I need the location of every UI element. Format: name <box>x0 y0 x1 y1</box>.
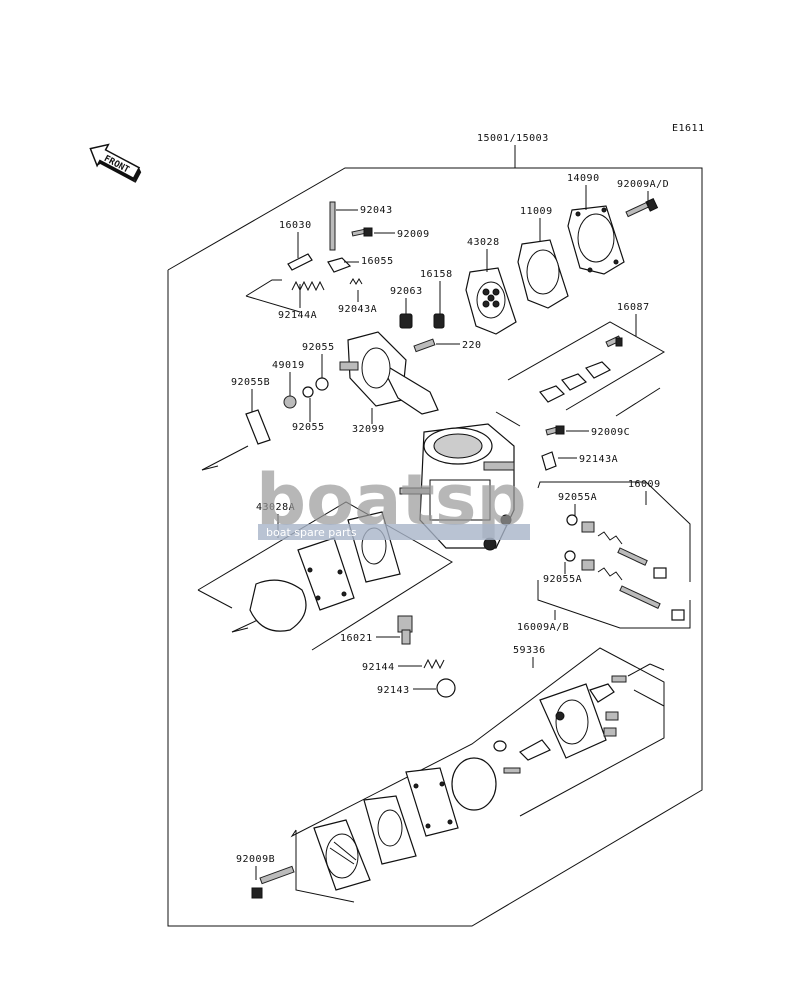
screw-92009ad <box>625 197 659 218</box>
ball-92143 <box>436 678 456 698</box>
label-92055b: 92055B <box>231 377 270 388</box>
jet-16158 <box>433 313 445 329</box>
valve-92055b <box>245 409 271 445</box>
label-92063: 92063 <box>390 286 423 297</box>
oring-92055 <box>315 377 329 391</box>
group-16087 <box>507 321 666 411</box>
watermark-subtitle: boat spare parts <box>266 526 357 539</box>
valve-16021 <box>397 615 413 645</box>
label-220: 220 <box>462 340 482 351</box>
watermark: boatsp boat spare parts <box>256 459 530 541</box>
label-92055-top: 92055 <box>302 342 335 353</box>
screw-220 <box>413 338 436 353</box>
label-92043a: 92043A <box>338 304 377 315</box>
label-92143a: 92143A <box>579 454 618 465</box>
cap-49019 <box>283 395 297 409</box>
plate-43028 <box>465 267 517 335</box>
front-arrow-icon: FRONT <box>89 143 142 183</box>
label-43028a: 43028A <box>256 502 295 513</box>
label-92055-bottom: 92055 <box>292 422 325 433</box>
label-92144a: 92144A <box>278 310 317 321</box>
label-92055a-top: 92055A <box>558 492 597 503</box>
jet-92063 <box>399 313 413 329</box>
oring-92055-b <box>302 386 314 398</box>
label-16055: 16055 <box>361 256 394 267</box>
pump-body-32099 <box>339 331 439 415</box>
assembly-outline <box>167 167 703 927</box>
label-14090: 14090 <box>567 173 600 184</box>
spring-92144a <box>291 280 325 292</box>
spring-16030 <box>287 253 313 271</box>
label-16158: 16158 <box>420 269 453 280</box>
group-59336 <box>290 647 665 903</box>
label-11009: 11009 <box>520 206 553 217</box>
diagram-code: E1611 <box>672 123 705 134</box>
label-92009c: 92009C <box>591 427 630 438</box>
label-92009ad: 92009A/D <box>617 179 669 190</box>
label-92055a-bottom: 92055A <box>543 574 582 585</box>
spring-92144 <box>423 658 445 670</box>
label-16009ab: 16009A/B <box>517 622 569 633</box>
carburetor-body <box>399 423 515 551</box>
bolt-92009b <box>251 865 295 899</box>
label-59336: 59336 <box>513 645 546 656</box>
spring-92043a <box>349 278 363 285</box>
label-92144: 92144 <box>362 662 395 673</box>
label-16009: 16009 <box>628 479 661 490</box>
label-92043: 92043 <box>360 205 393 216</box>
pin-92043 <box>329 201 336 251</box>
label-49019: 49019 <box>272 360 305 371</box>
bracket-92143a <box>541 451 557 471</box>
label-92143: 92143 <box>377 685 410 696</box>
label-92009: 92009 <box>397 229 430 240</box>
diaphragm-cover <box>567 205 625 275</box>
label-92009b: 92009B <box>236 854 275 865</box>
lever-16055 <box>327 257 352 273</box>
label-16087: 16087 <box>617 302 650 313</box>
screw-92009c <box>545 425 565 436</box>
label-16021: 16021 <box>340 633 373 644</box>
gasket-11009 <box>517 239 569 309</box>
screw-92009 <box>351 227 373 237</box>
group-16009 <box>537 481 691 629</box>
label-43028: 43028 <box>467 237 500 248</box>
label-16030: 16030 <box>279 220 312 231</box>
label-assembly: 15001/15003 <box>477 133 549 144</box>
label-32099: 32099 <box>352 424 385 435</box>
